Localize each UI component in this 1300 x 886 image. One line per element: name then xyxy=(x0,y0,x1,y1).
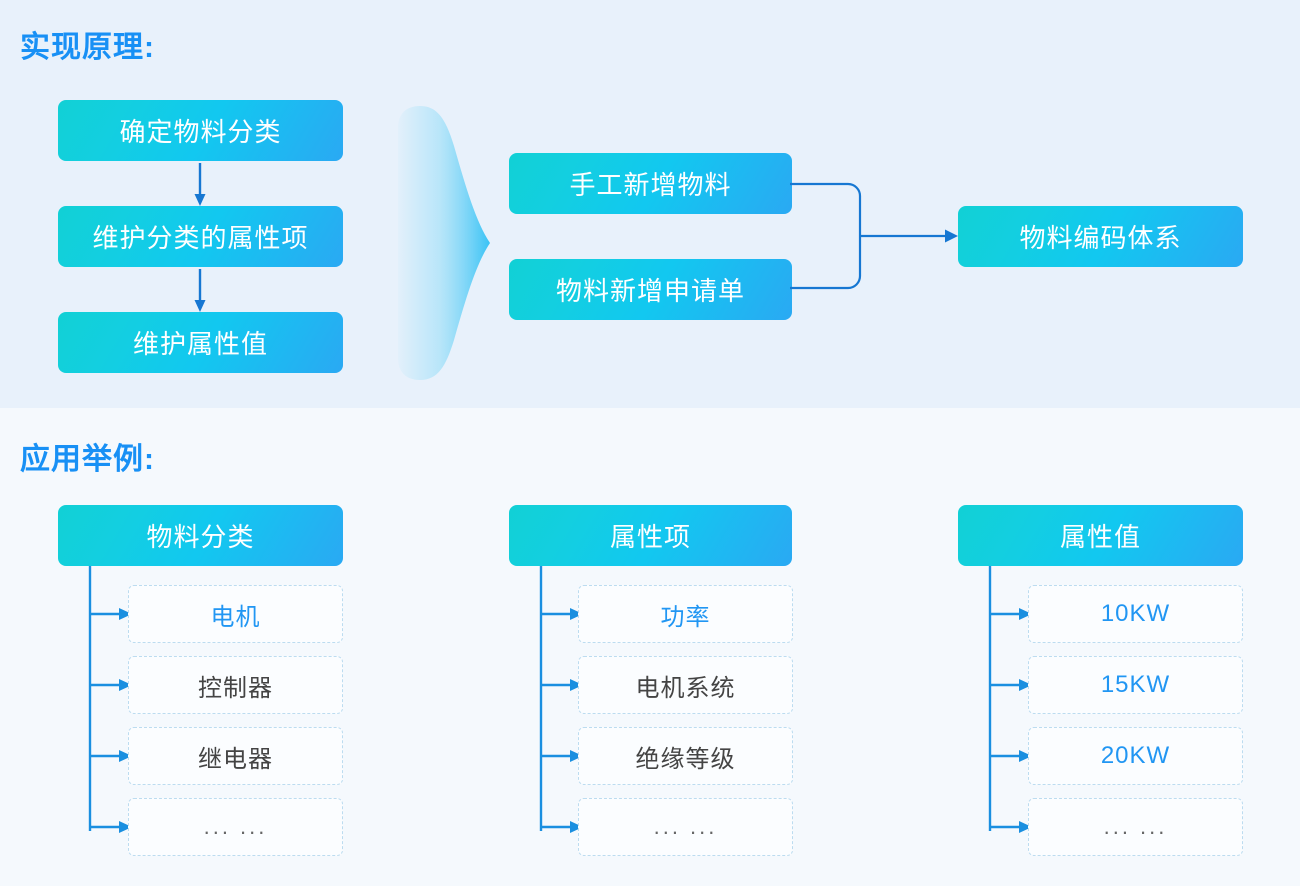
flow-box-material-coding-system[interactable]: 物料编码体系 xyxy=(958,206,1243,267)
tree-header-attribute-value[interactable]: 属性值 xyxy=(958,505,1243,566)
list-item[interactable]: 15KW xyxy=(1028,656,1243,714)
list-item[interactable]: 控制器 xyxy=(128,656,343,714)
flow-box-maintain-category-attributes[interactable]: 维护分类的属性项 xyxy=(58,206,343,267)
list-item[interactable]: 功率 xyxy=(578,585,793,643)
flow-box-determine-material-category[interactable]: 确定物料分类 xyxy=(58,100,343,161)
tree-branch-connector-icon xyxy=(88,566,132,833)
flow-box-maintain-attribute-values[interactable]: 维护属性值 xyxy=(58,312,343,373)
tree-branch-connector-icon xyxy=(539,566,583,833)
flow-box-material-add-request-form[interactable]: 物料新增申请单 xyxy=(509,259,792,320)
down-arrow-icon xyxy=(194,269,206,312)
list-item[interactable]: 电机系统 xyxy=(578,656,793,714)
chevron-right-decoration-icon xyxy=(398,106,490,380)
page-title-principle: 实现原理: xyxy=(20,31,155,64)
tree-header-material-category[interactable]: 物料分类 xyxy=(58,505,343,566)
page-title-example: 应用举例: xyxy=(20,443,155,476)
flow-box-manual-add-material[interactable]: 手工新增物料 xyxy=(509,153,792,214)
down-arrow-icon xyxy=(194,163,206,206)
list-item[interactable]: ... ... xyxy=(1028,798,1243,856)
tree-branch-connector-icon xyxy=(988,566,1032,833)
list-item[interactable]: 10KW xyxy=(1028,585,1243,643)
list-item[interactable]: 绝缘等级 xyxy=(578,727,793,785)
list-item[interactable]: ... ... xyxy=(128,798,343,856)
list-item[interactable]: 20KW xyxy=(1028,727,1243,785)
merge-connector-icon xyxy=(790,182,958,290)
tree-header-attribute-item[interactable]: 属性项 xyxy=(509,505,792,566)
list-item[interactable]: 继电器 xyxy=(128,727,343,785)
list-item[interactable]: ... ... xyxy=(578,798,793,856)
list-item[interactable]: 电机 xyxy=(128,585,343,643)
